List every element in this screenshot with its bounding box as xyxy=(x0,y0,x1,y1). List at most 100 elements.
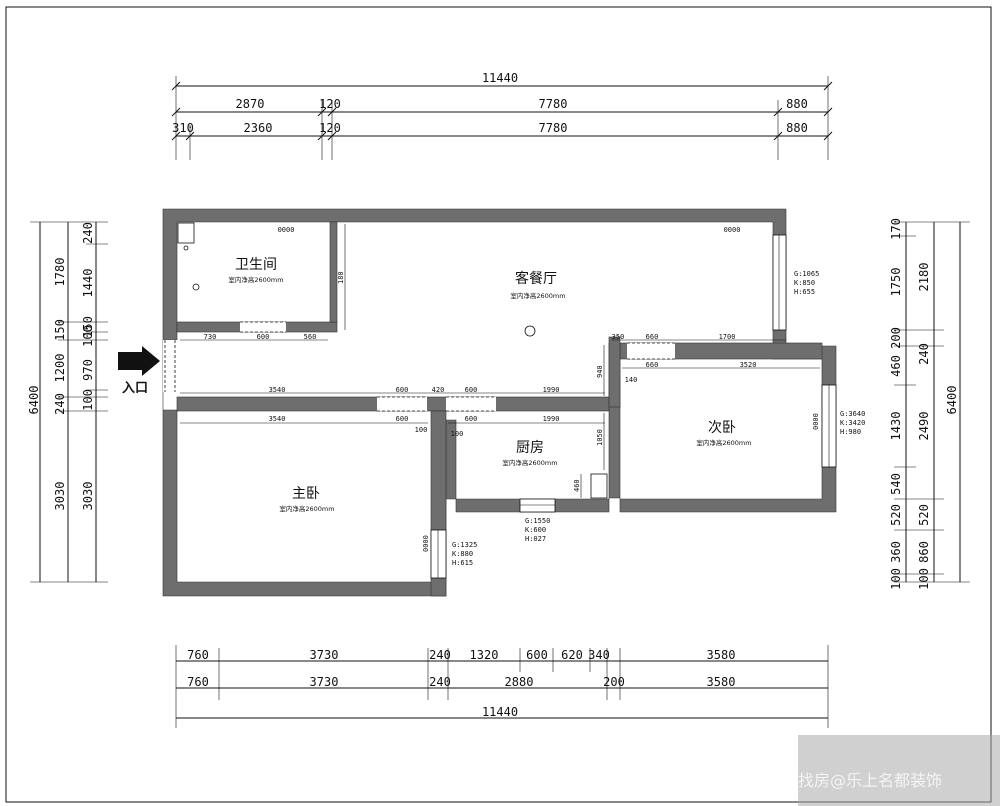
window-annotations: G:1065 K:850 H:655 G:3640 K:3420 H:980 G… xyxy=(422,270,865,567)
watermark-text: 找房@乐上名都装饰 xyxy=(798,771,943,790)
svg-text:600: 600 xyxy=(396,415,409,423)
svg-text:860: 860 xyxy=(917,541,931,563)
svg-text:1750: 1750 xyxy=(889,268,903,297)
svg-text:240: 240 xyxy=(429,675,451,689)
svg-text:150: 150 xyxy=(81,316,95,338)
svg-text:100: 100 xyxy=(81,389,95,411)
svg-text:100: 100 xyxy=(451,430,464,438)
svg-text:1440: 1440 xyxy=(81,269,95,298)
dim-top-r2-3: 7780 xyxy=(539,121,568,135)
dim-top-r1-2: 7780 xyxy=(539,97,568,111)
svg-text:560: 560 xyxy=(304,333,317,341)
dim-top-r2-2: 120 xyxy=(319,121,341,135)
room-bathroom-name: 卫生间 xyxy=(235,257,277,273)
svg-text:G:1550: G:1550 xyxy=(525,517,550,525)
room-living-name: 客餐厅 xyxy=(515,270,557,287)
svg-text:0000: 0000 xyxy=(812,413,820,430)
room-bathroom-code: 0000 xyxy=(278,226,295,234)
svg-text:240: 240 xyxy=(429,648,451,662)
dim-top-r2-0: 310 xyxy=(172,121,194,135)
svg-text:240: 240 xyxy=(81,222,95,244)
svg-text:600: 600 xyxy=(465,415,478,423)
svg-text:520: 520 xyxy=(889,504,903,526)
svg-text:660: 660 xyxy=(646,333,659,341)
svg-text:100: 100 xyxy=(81,325,95,347)
svg-text:1430: 1430 xyxy=(889,412,903,441)
svg-text:1200: 1200 xyxy=(53,354,67,383)
dim-top-r1-3: 880 xyxy=(786,97,808,111)
svg-text:600: 600 xyxy=(465,386,478,394)
interior-dims: 730 600 560 180 3540 600 420 600 1990 35… xyxy=(204,271,757,492)
svg-text:3540: 3540 xyxy=(269,415,286,423)
dim-top-r2-4: 880 xyxy=(786,121,808,135)
svg-text:200: 200 xyxy=(603,675,625,689)
top-dimensions: 11440 2870 120 7780 880 310 2360 120 778… xyxy=(171,71,833,160)
svg-text:K:880: K:880 xyxy=(452,550,473,558)
svg-text:H:655: H:655 xyxy=(794,288,815,296)
svg-text:G:1065: G:1065 xyxy=(794,270,819,278)
entrance-label: 入口 xyxy=(122,381,148,396)
dim-top-r1-0: 2870 xyxy=(236,97,265,111)
svg-text:240: 240 xyxy=(53,393,67,415)
room-labels: 卫生间 室内净高2600mm 0000 客餐厅 室内净高2600mm 0000 … xyxy=(228,226,751,513)
svg-text:600: 600 xyxy=(526,648,548,662)
left-dimensions: 6400 1780 150 1200 240 3030 240 1440 150… xyxy=(27,221,108,583)
svg-text:2490: 2490 xyxy=(917,412,931,441)
svg-text:150: 150 xyxy=(53,319,67,341)
right-dimensions: 170 1750 200 460 1430 540 520 360 100 21… xyxy=(889,218,970,590)
entrance-arrow-icon xyxy=(118,346,160,376)
svg-text:100: 100 xyxy=(415,426,428,434)
svg-text:1320: 1320 xyxy=(470,648,499,662)
room-bathroom-sub: 室内净高2600mm xyxy=(228,275,283,284)
svg-text:3580: 3580 xyxy=(707,648,736,662)
bottom-dimensions: 760 3730 240 1320 600 620 340 3580 760 3… xyxy=(175,645,829,728)
svg-text:0000: 0000 xyxy=(422,535,430,552)
svg-text:K:3420: K:3420 xyxy=(840,419,865,427)
svg-text:3030: 3030 xyxy=(53,482,67,511)
svg-text:730: 730 xyxy=(204,333,217,341)
svg-text:6400: 6400 xyxy=(945,386,959,415)
svg-text:240: 240 xyxy=(917,343,931,365)
svg-text:3540: 3540 xyxy=(269,386,286,394)
svg-text:460: 460 xyxy=(573,479,581,492)
svg-text:200: 200 xyxy=(889,327,903,349)
dim-top-r2-1: 2360 xyxy=(244,121,273,135)
svg-text:600: 600 xyxy=(396,386,409,394)
svg-text:940: 940 xyxy=(596,365,604,378)
svg-text:660: 660 xyxy=(646,361,659,369)
svg-text:420: 420 xyxy=(432,386,445,394)
svg-text:1780: 1780 xyxy=(53,258,67,287)
sheet-border xyxy=(5,6,992,803)
svg-text:100: 100 xyxy=(917,568,931,590)
svg-text:760: 760 xyxy=(187,648,209,662)
svg-text:100: 100 xyxy=(889,568,903,590)
room-living-code: 0000 xyxy=(724,226,741,234)
svg-text:H:027: H:027 xyxy=(525,535,546,543)
room-kitchen-sub: 室内净高2600mm xyxy=(502,458,557,467)
svg-text:1050: 1050 xyxy=(596,429,604,446)
svg-text:170: 170 xyxy=(889,218,903,240)
svg-text:760: 760 xyxy=(187,675,209,689)
svg-text:H:615: H:615 xyxy=(452,559,473,567)
svg-text:3520: 3520 xyxy=(740,361,757,369)
svg-text:1990: 1990 xyxy=(543,415,560,423)
svg-text:540: 540 xyxy=(889,473,903,495)
svg-text:140: 140 xyxy=(625,376,638,384)
svg-text:520: 520 xyxy=(917,504,931,526)
room-bed2-name: 次卧 xyxy=(708,420,736,436)
svg-text:970: 970 xyxy=(81,359,95,381)
room-bed2-sub: 室内净高2600mm xyxy=(696,438,751,447)
svg-text:460: 460 xyxy=(889,355,903,377)
svg-text:3580: 3580 xyxy=(707,675,736,689)
svg-text:3730: 3730 xyxy=(310,675,339,689)
dim-top-r1-1: 120 xyxy=(319,97,341,111)
dim-top-total: 11440 xyxy=(482,71,518,85)
svg-text:6400: 6400 xyxy=(27,386,41,415)
svg-text:3730: 3730 xyxy=(310,648,339,662)
svg-text:1990: 1990 xyxy=(543,386,560,394)
svg-text:340: 340 xyxy=(588,648,610,662)
svg-text:H:980: H:980 xyxy=(840,428,861,436)
svg-text:G:3640: G:3640 xyxy=(840,410,865,418)
room-master-name: 主卧 xyxy=(292,486,320,502)
